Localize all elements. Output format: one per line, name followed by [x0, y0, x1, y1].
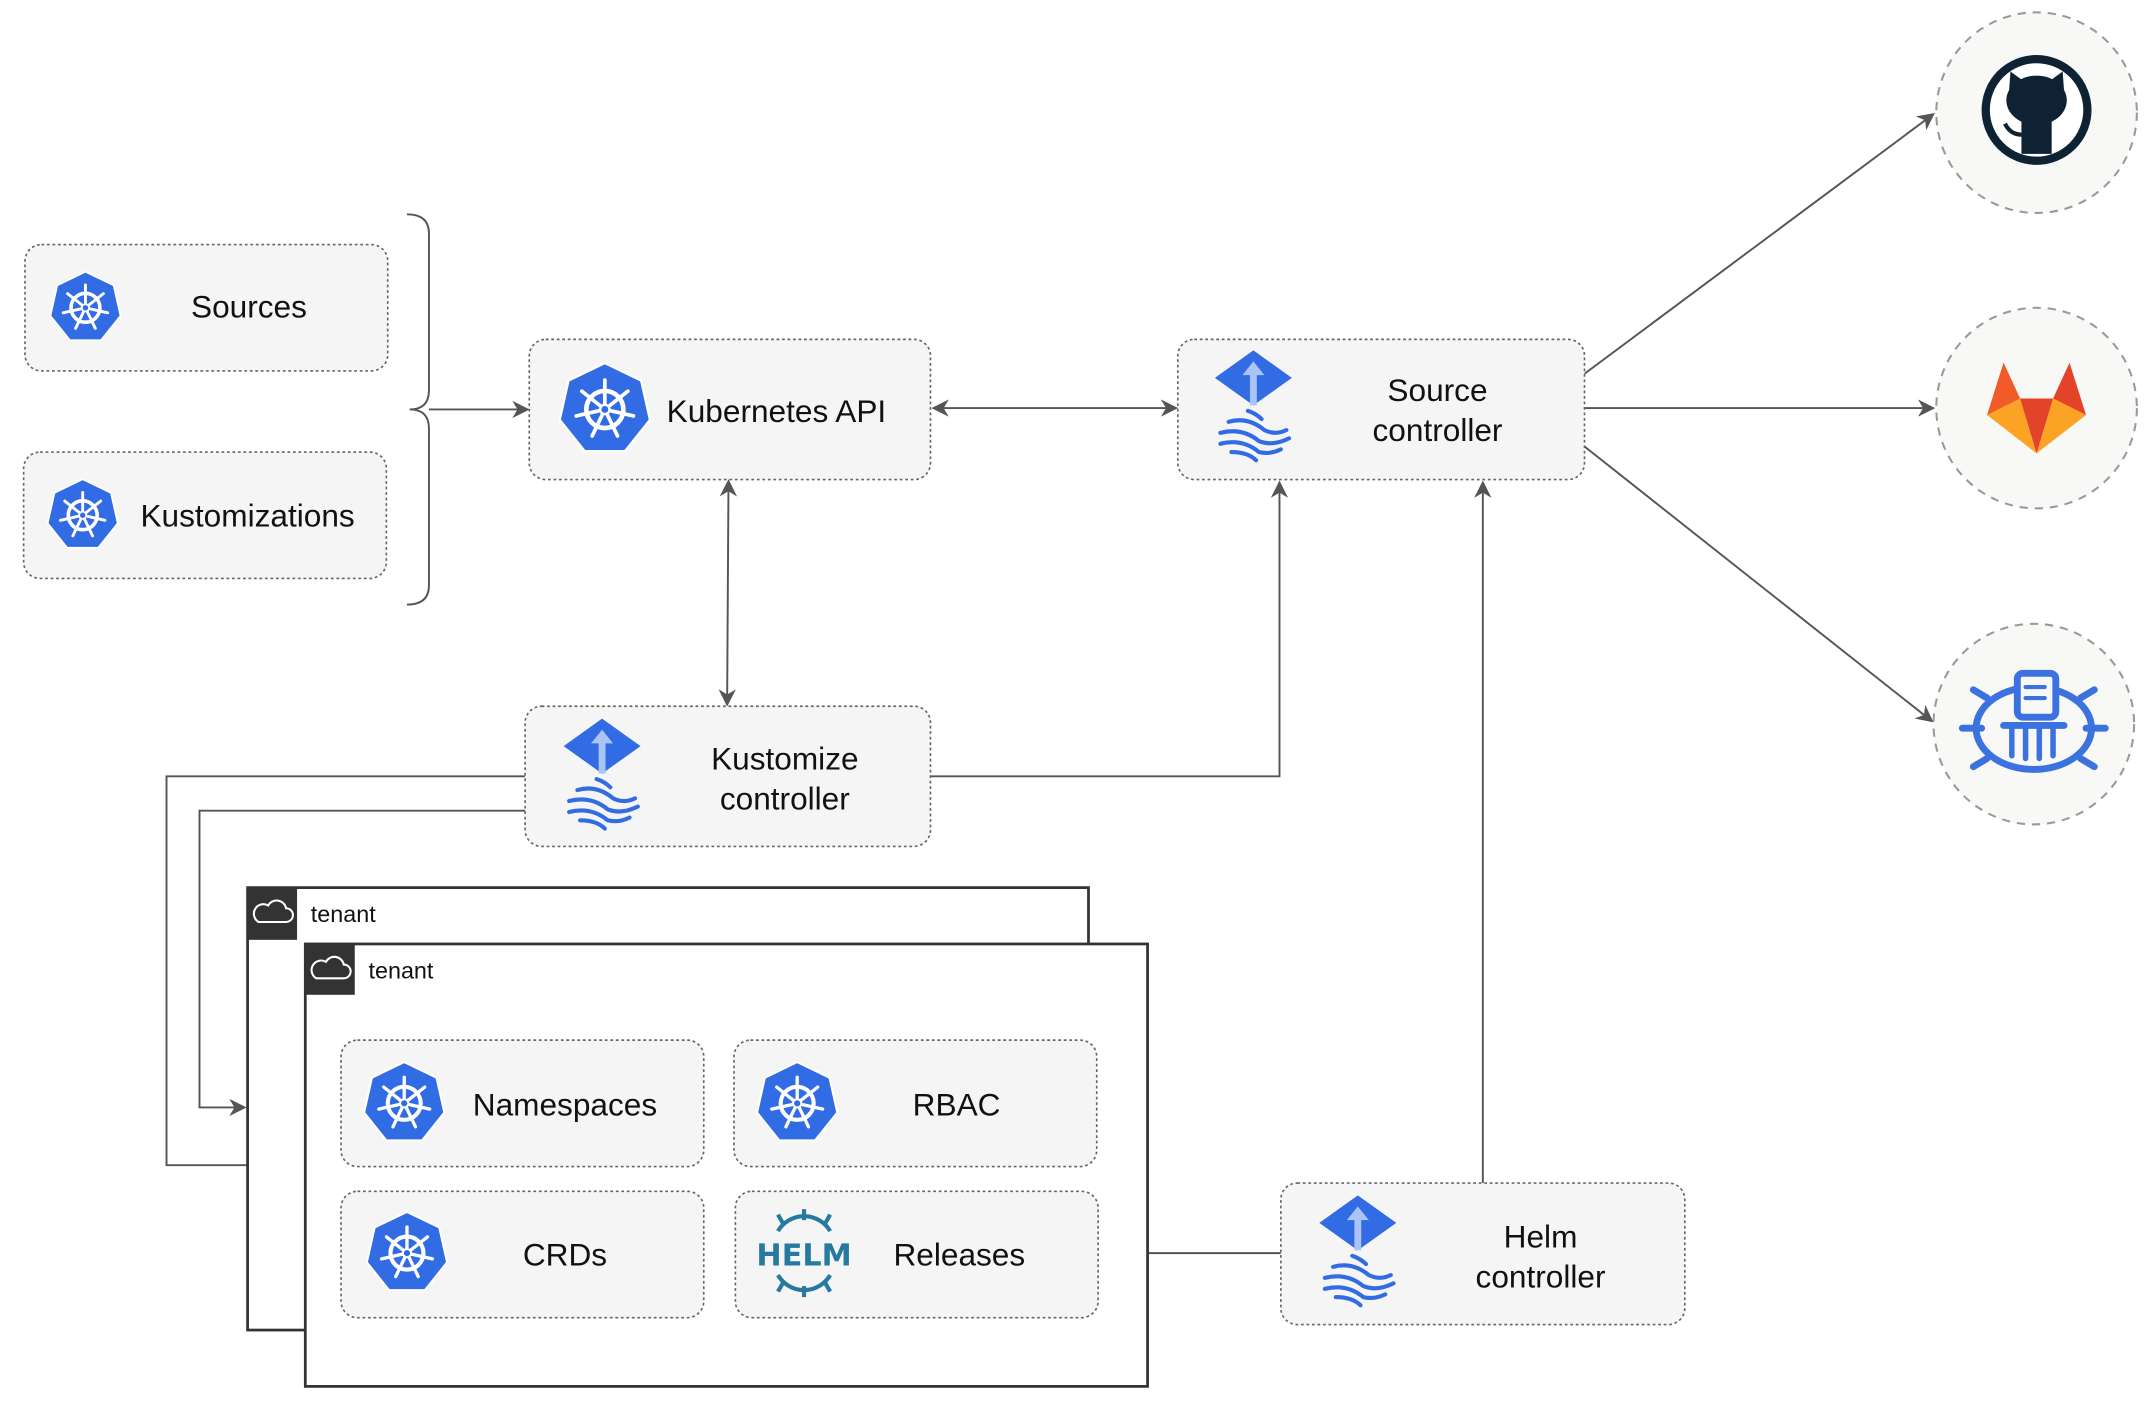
node-kubernetes-api[interactable]: Kubernetes API	[528, 338, 932, 481]
kustomize-controller-label-line1: Kustomize	[711, 740, 858, 776]
source-controller-label-line2: controller	[1373, 412, 1503, 448]
releases-label: Releases	[893, 1236, 1025, 1272]
cloud-icon	[252, 899, 294, 924]
bucket-node[interactable]	[1932, 622, 2136, 826]
helm-controller-label-line2: controller	[1476, 1258, 1606, 1294]
tenant-label: tenant	[311, 901, 376, 927]
kustomize-controller-label-line2: controller	[720, 780, 850, 816]
edge-kustomize-to-tenant-1	[198, 809, 526, 1117]
source-controller-label-line1: Source	[1387, 372, 1487, 408]
kustomizations-label: Kustomizations	[140, 497, 354, 533]
crds-label: CRDs	[523, 1236, 607, 1272]
node-rbac[interactable]: RBAC	[733, 1039, 1098, 1168]
tenant-label: tenant	[369, 957, 434, 983]
grouping-brace	[406, 213, 430, 606]
helm-icon: HELM	[756, 1209, 852, 1298]
edge-kustomize-to-source	[930, 480, 1289, 778]
node-source-controller[interactable]: Source controller	[1176, 338, 1586, 481]
sources-label: Sources	[191, 288, 307, 324]
kubernetes-api-label: Kubernetes API	[667, 393, 887, 429]
github-icon	[1981, 54, 2092, 165]
github-node[interactable]	[1935, 11, 2138, 215]
namespaces-label: Namespaces	[473, 1087, 657, 1123]
gitlab-node[interactable]	[1935, 306, 2138, 510]
edge-source-to-bucket	[1583, 445, 1934, 723]
node-sources[interactable]: Sources	[24, 243, 389, 372]
node-crds[interactable]: CRDs	[340, 1190, 705, 1319]
rbac-label: RBAC	[913, 1087, 1001, 1123]
node-namespaces[interactable]: Namespaces	[340, 1039, 705, 1168]
edge-source-to-github	[1583, 113, 1935, 375]
node-kustomizations[interactable]: Kustomizations	[22, 451, 388, 580]
helm-logo-text: HELM	[756, 1238, 851, 1273]
edge-api-kustomize-controller	[718, 479, 738, 707]
edge-kustomize-to-tenant-2	[165, 775, 526, 1174]
node-releases[interactable]: HELM Releases	[734, 1190, 1099, 1319]
gitlab-icon	[1987, 362, 2087, 454]
node-kustomize-controller[interactable]: Kustomize controller	[524, 705, 932, 848]
helm-controller-label-line1: Helm	[1504, 1219, 1578, 1255]
bucket-icon	[1958, 669, 2109, 773]
node-helm-controller[interactable]: Helm controller	[1280, 1182, 1686, 1326]
cloud-icon	[310, 955, 352, 980]
